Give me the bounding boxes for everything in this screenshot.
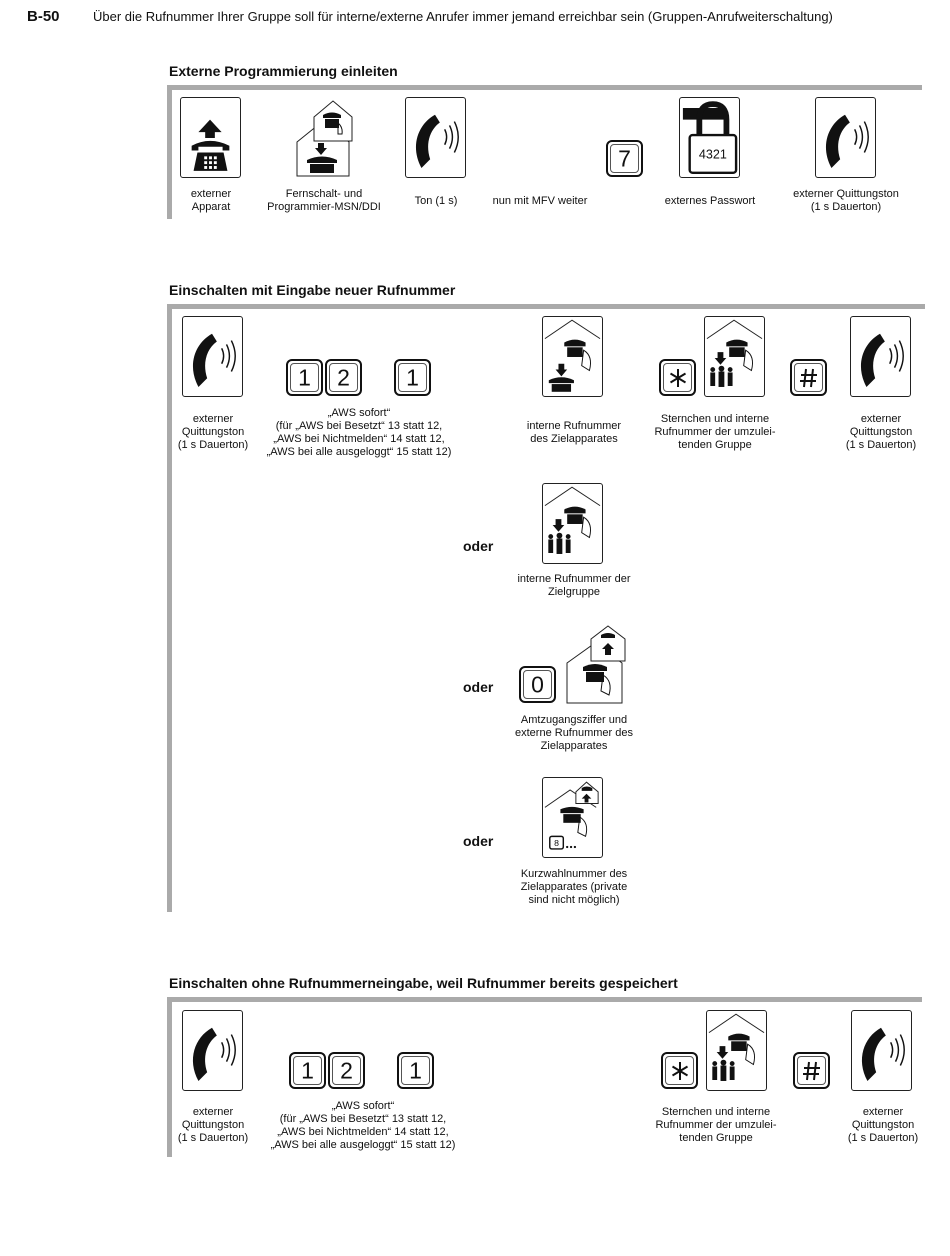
key-1[interactable]: 1	[289, 1052, 326, 1089]
section-title-1: Externe Programmierung einleiten	[169, 63, 398, 79]
section-1-top-bar	[167, 85, 922, 90]
caption-tone: Ton (1 s)	[414, 195, 458, 207]
handset-sound-icon	[182, 1010, 243, 1091]
key-2[interactable]: 2	[328, 1052, 365, 1089]
caption-internal: interne Rufnummer des Zielapparates	[526, 420, 622, 445]
house-phone-icon: 8	[542, 777, 603, 858]
section-2-side-bar	[167, 304, 172, 912]
key-2[interactable]: 2	[325, 359, 362, 396]
key-1[interactable]: 1	[394, 359, 431, 396]
section-title-3: Einschalten ohne Rufnummerneingabe, weil…	[169, 975, 678, 991]
section-3-side-bar	[167, 997, 172, 1157]
caption-alt-group: interne Rufnummer der Zielgruppe	[517, 573, 631, 598]
section-title-2: Einschalten mit Eingabe neuer Rufnummer	[169, 282, 456, 298]
caption-aws: „AWS sofort“ (für „AWS bei Besetzt“ 13 s…	[266, 407, 452, 458]
group-people-icon	[542, 483, 603, 564]
section-3-top-bar	[167, 997, 922, 1002]
caption-star-group: Sternchen und interne Rufnummer der umzu…	[654, 413, 776, 451]
page-number: B-50	[27, 8, 60, 25]
handset-sound-icon	[405, 97, 466, 178]
caption-external-phone: externer Apparat	[190, 188, 232, 213]
house-phone-icon	[542, 316, 603, 397]
caption-tone-left: externer Quittungston (1 s Dauerton)	[177, 413, 249, 451]
caption-msn: Fernschalt- und Programmier-MSN/DDI	[267, 188, 381, 213]
svg-text:4321: 4321	[699, 147, 727, 161]
key-1[interactable]: 1	[286, 359, 323, 396]
handset-sound-icon	[850, 316, 911, 397]
key-0[interactable]: 0	[519, 666, 556, 703]
caption-star-group: Sternchen und interne Rufnummer der umzu…	[655, 1106, 777, 1144]
caption-tone-right: externer Quittungston (1 s Dauerton)	[845, 413, 917, 451]
oder-label: oder	[463, 833, 494, 849]
caption-tone-left: externer Quittungston (1 s Dauerton)	[177, 1106, 249, 1144]
group-people-icon	[706, 1010, 767, 1091]
caption-alt-speed: Kurzwahlnummer des Zielapparates (privat…	[520, 868, 628, 906]
key-7[interactable]: 7	[606, 140, 643, 177]
section-2-top-bar	[167, 304, 925, 309]
padlock-icon: 4321	[679, 97, 740, 178]
oder-label: oder	[463, 538, 494, 554]
handset-sound-icon	[815, 97, 876, 178]
caption-password: externes Passwort	[664, 195, 756, 207]
hash-icon[interactable]	[790, 359, 827, 396]
handset-sound-icon	[851, 1010, 912, 1091]
caption-tone-right: externer Quittungston (1 s Dauerton)	[847, 1106, 919, 1144]
group-people-icon	[704, 316, 765, 397]
section-1-side-bar	[167, 85, 172, 219]
house-phone-icon	[565, 623, 626, 704]
caption-alt-external: Amtzugangsziffer und externe Rufnummer d…	[515, 714, 633, 752]
svg-text:8: 8	[554, 838, 559, 848]
key-1[interactable]: 1	[397, 1052, 434, 1089]
caption-aws: „AWS sofort“ (für „AWS bei Besetzt“ 13 s…	[270, 1100, 456, 1151]
hash-icon[interactable]	[793, 1052, 830, 1089]
house-phone-icon	[292, 97, 353, 178]
oder-label: oder	[463, 679, 494, 695]
page-header: Über die Rufnummer Ihrer Gruppe soll für…	[93, 9, 833, 24]
asterisk-icon[interactable]	[661, 1052, 698, 1089]
handset-sound-icon	[182, 316, 243, 397]
caption-confirm: externer Quittungston (1 s Dauerton)	[793, 188, 899, 213]
asterisk-icon[interactable]	[659, 359, 696, 396]
phone-lift-icon	[180, 97, 241, 178]
caption-mfv: nun mit MFV weiter	[492, 195, 588, 207]
